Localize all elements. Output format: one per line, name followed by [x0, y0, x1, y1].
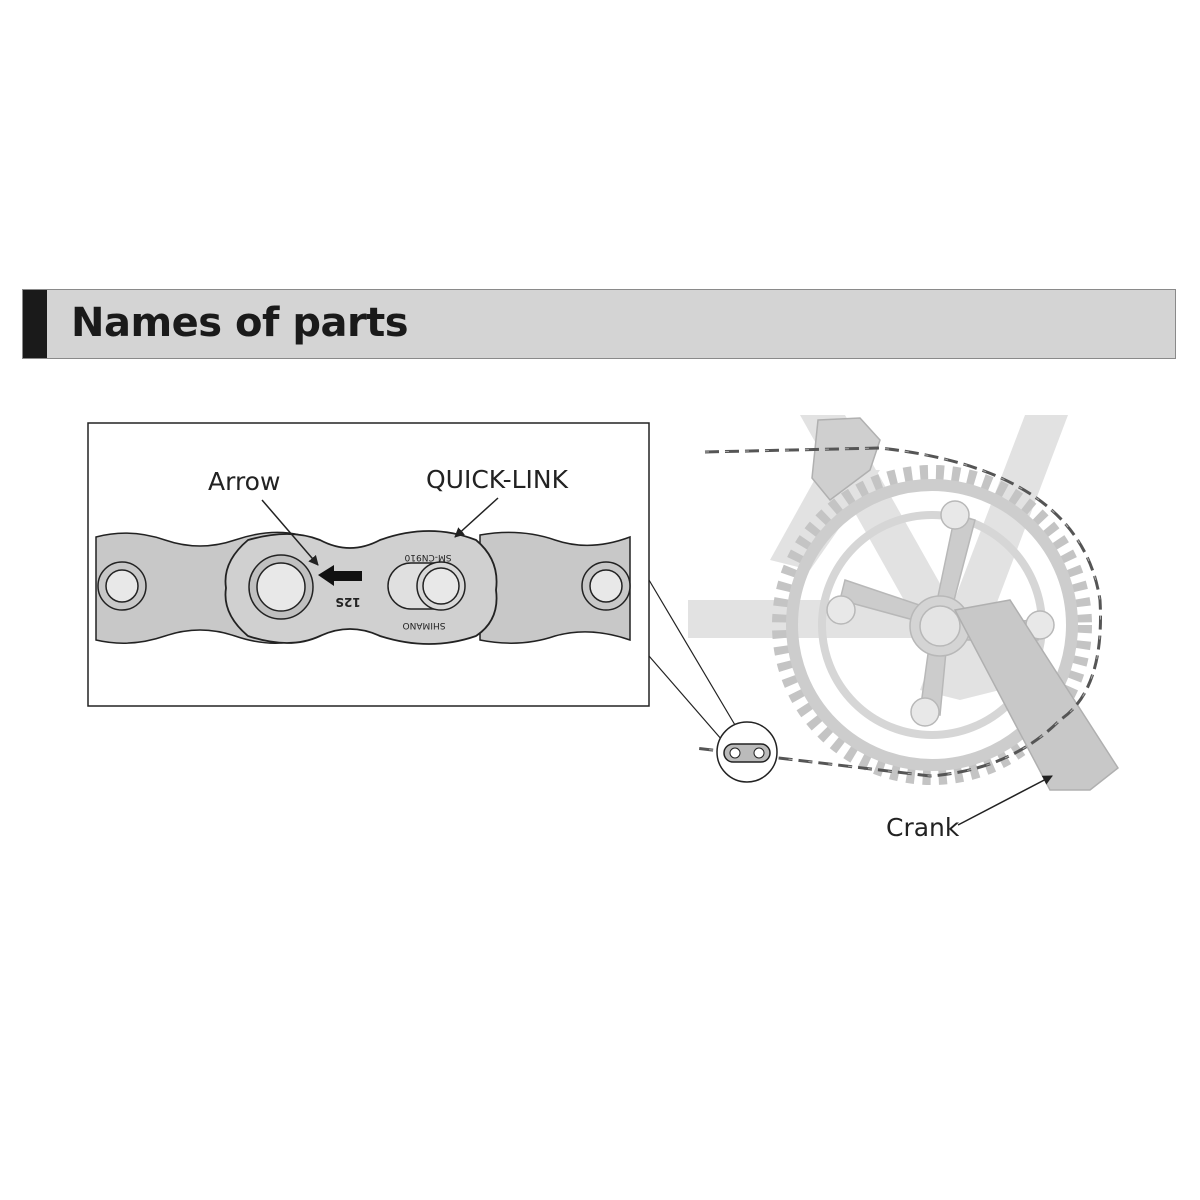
model-marking: SM-CN910	[404, 552, 451, 562]
brand-marking: SHIMANO	[403, 620, 446, 630]
quick-link-label: QUICK-LINK	[426, 465, 569, 494]
arrow-leader	[261, 499, 319, 566]
zoom-line-bottom	[648, 655, 723, 741]
speed-marking: 12S	[335, 595, 360, 609]
direction-arrow-icon	[318, 565, 362, 586]
quick-link-leader	[454, 497, 499, 538]
crank-arm	[953, 599, 1119, 791]
arrow-label: Arrow	[208, 467, 280, 496]
section-title: Names of parts	[71, 300, 409, 346]
quick-link-detail-inset: 12S SM-CN910 SHIMANO Arrow QUICK-LINK	[87, 422, 650, 707]
section-header: Names of parts	[22, 289, 1176, 359]
zoom-line-top	[648, 579, 736, 726]
quick-link-mini	[723, 743, 771, 763]
section-marker	[23, 290, 47, 358]
crank-label: Crank	[886, 813, 960, 842]
drivetrain-illustration: Crank	[688, 415, 1119, 842]
front-derailleur	[811, 417, 881, 502]
bike-chain	[694, 446, 1102, 778]
quick-link-plate: 12S SM-CN910 SHIMANO	[224, 530, 498, 645]
crank-leader	[957, 775, 1053, 826]
